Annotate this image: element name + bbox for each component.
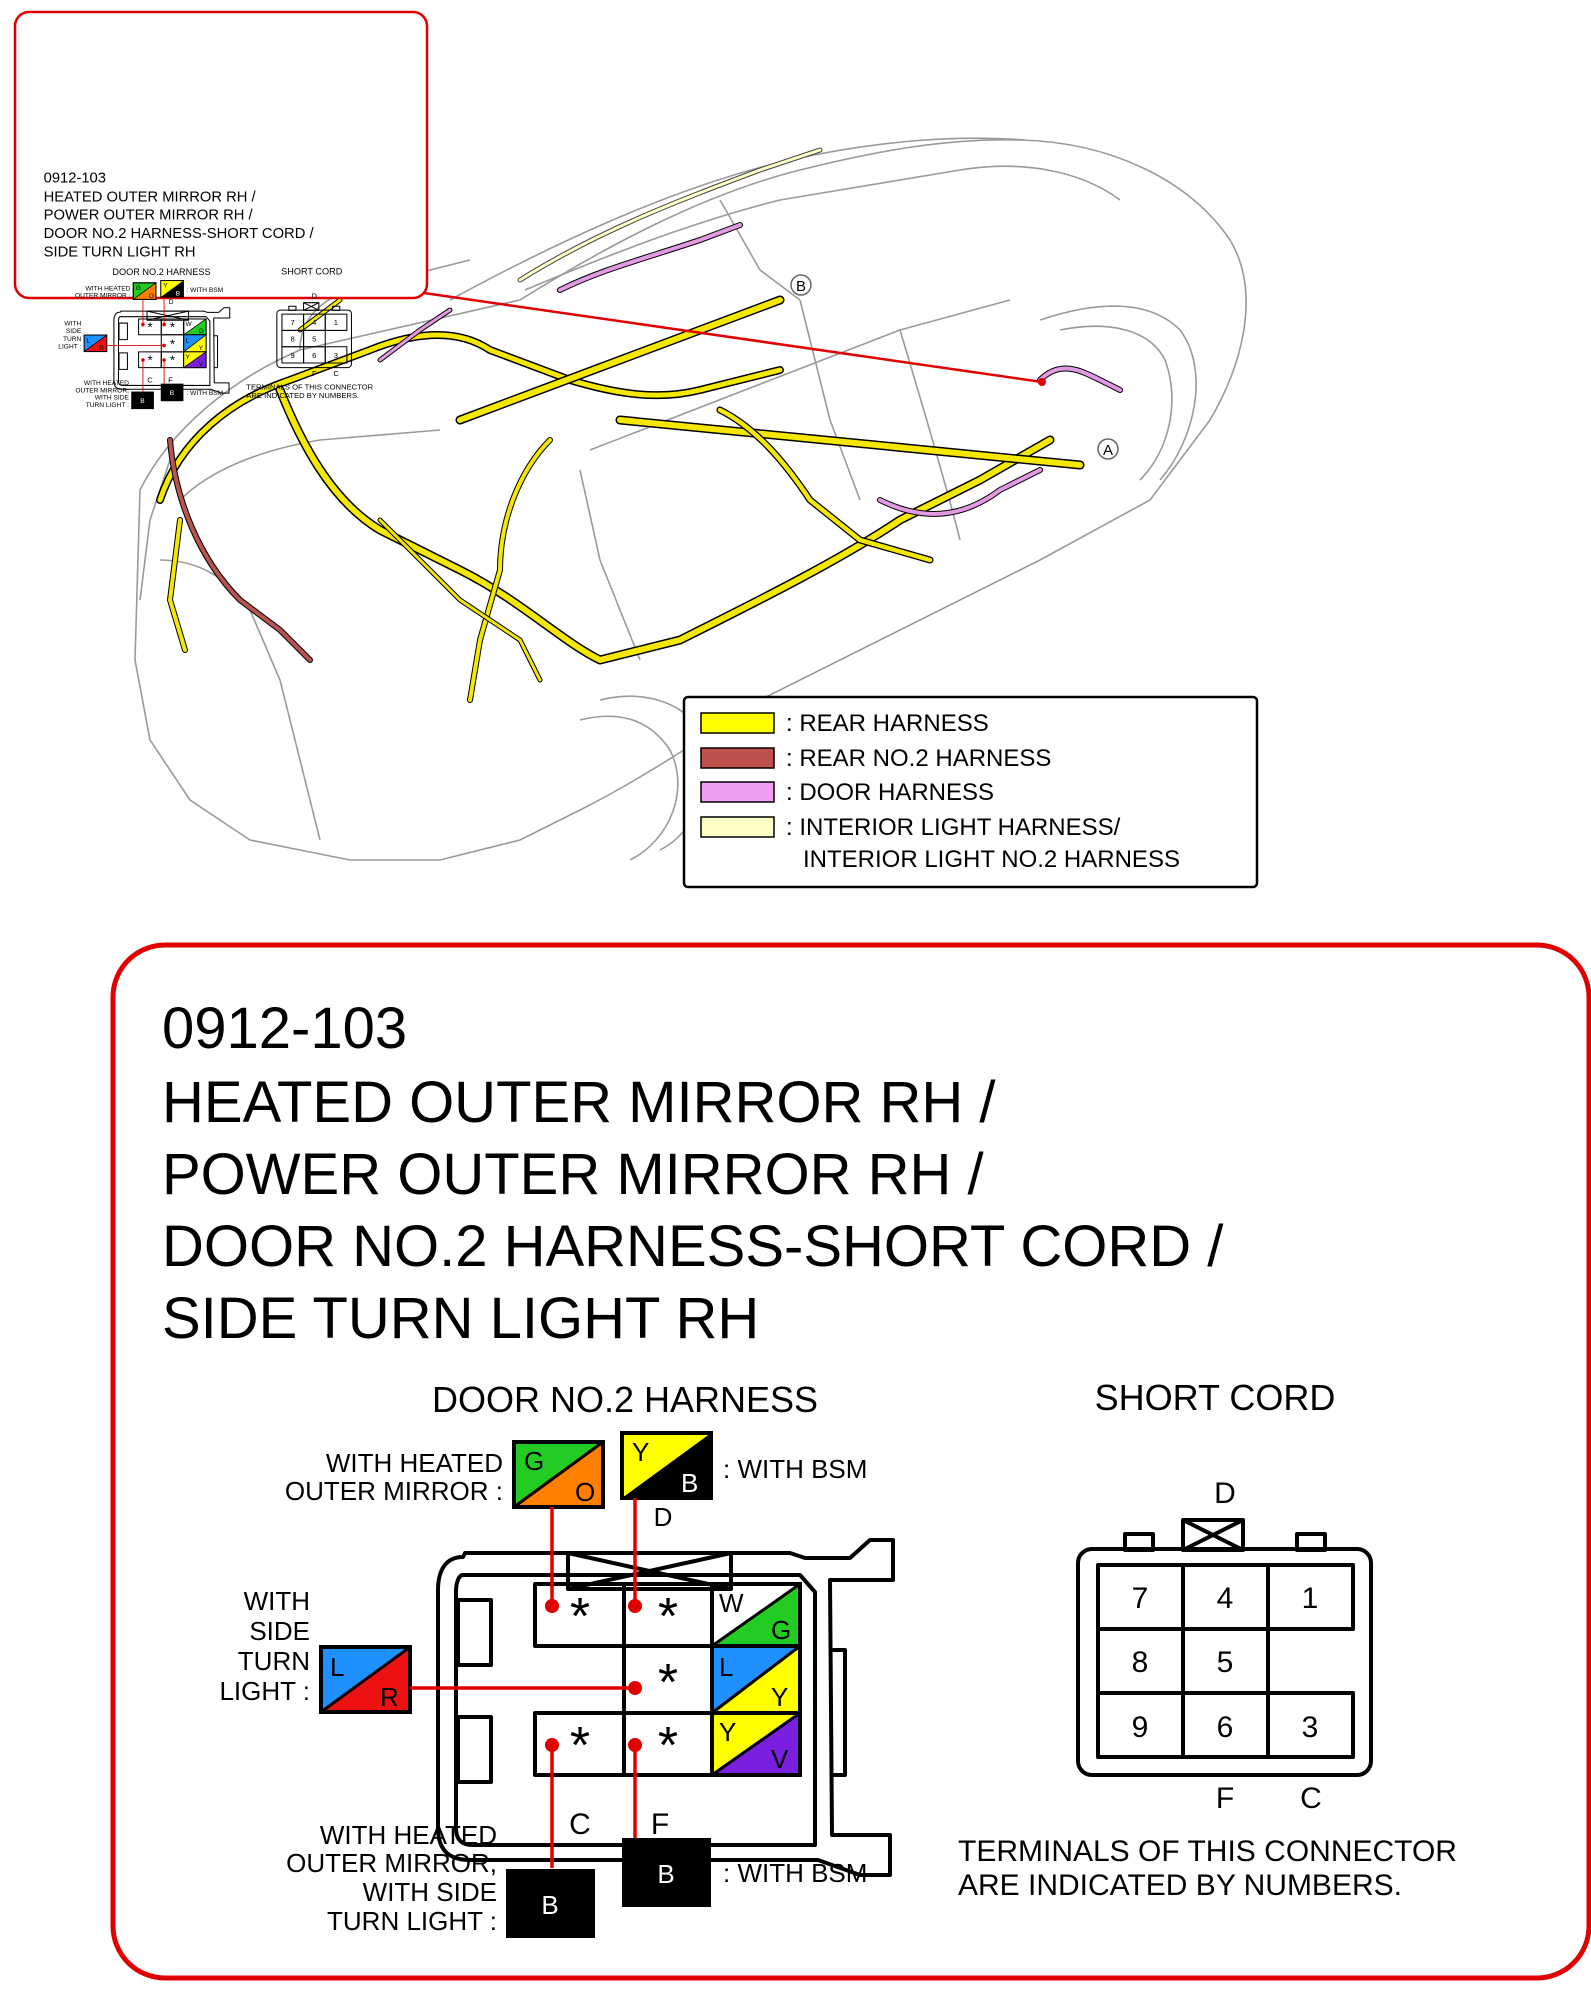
svg-text:5: 5 [1217, 1646, 1234, 1679]
svg-text:WITH SIDE: WITH SIDE [363, 1877, 497, 1907]
title-line-1: HEATED OUTER MIRROR RH / [162, 1070, 996, 1135]
wire-swatch-b-left: B [506, 1869, 595, 1938]
connector-location-dot [1038, 378, 1046, 386]
wire-leads [410, 1498, 637, 1868]
terminal-yv: Y V [710, 1711, 802, 1777]
svg-text:WITH HEATED: WITH HEATED [320, 1820, 497, 1850]
svg-text:R: R [380, 1682, 399, 1712]
svg-text:L: L [330, 1652, 344, 1682]
marker-c-left: C [569, 1808, 591, 1841]
legend-item-rear-harness: : REAR HARNESS [700, 710, 989, 737]
svg-text:B: B [541, 1890, 558, 1920]
svg-text:B: B [796, 278, 806, 295]
connector-detail: 0912-103 HEATED OUTER MIRROR RH / POWER … [162, 996, 1457, 1938]
legend-item-rear-no2-harness: : REAR NO.2 HARNESS [700, 745, 1051, 772]
with-heated-label-1: WITH HEATED [326, 1448, 503, 1478]
svg-text:G: G [524, 1446, 544, 1476]
short-cord-pin-numbers: 7 4 1 8 5 9 6 3 [1132, 1582, 1319, 1744]
svg-text:G: G [771, 1615, 791, 1645]
svg-text:WITH: WITH [244, 1586, 310, 1616]
wire-swatch-lr: L R [319, 1645, 412, 1714]
svg-text:B: B [681, 1468, 698, 1498]
detail-panel [110, 942, 1591, 1981]
svg-text:6: 6 [1217, 1711, 1234, 1744]
svg-text:7: 7 [1132, 1582, 1149, 1615]
marker-f-left: F [651, 1808, 669, 1841]
svg-text:TURN LIGHT :: TURN LIGHT : [327, 1906, 497, 1936]
svg-text:L: L [719, 1652, 733, 1682]
svg-text:LIGHT :: LIGHT : [219, 1676, 310, 1706]
short-cord-marker-c: C [1300, 1782, 1322, 1815]
svg-text:*: * [658, 1717, 678, 1775]
svg-text:INTERIOR LIGHT NO.2 HARNESS: INTERIOR LIGHT NO.2 HARNESS [803, 846, 1180, 873]
svg-text:*: * [658, 1654, 678, 1712]
svg-text:A: A [1103, 442, 1113, 459]
terminal-ly: L Y [710, 1644, 802, 1715]
title-line-2: POWER OUTER MIRROR RH / [162, 1142, 985, 1207]
short-cord-note-2: ARE INDICATED BY NUMBERS. [958, 1869, 1402, 1902]
terminal-stars: * * * * * [570, 1588, 678, 1775]
svg-text:SIDE: SIDE [249, 1616, 310, 1646]
short-cord-heading: SHORT CORD [1095, 1377, 1336, 1418]
svg-text:Y: Y [771, 1682, 788, 1712]
svg-text:OUTER MIRROR,: OUTER MIRROR, [286, 1848, 497, 1878]
svg-text:: REAR HARNESS: : REAR HARNESS [786, 710, 989, 737]
callout-b: B [790, 274, 812, 296]
svg-text:4: 4 [1217, 1582, 1234, 1615]
title-line-3: DOOR NO.2 HARNESS-SHORT CORD / [162, 1214, 1224, 1279]
with-bsm-bottom-label: : WITH BSM [723, 1858, 867, 1888]
svg-text:: INTERIOR LIGHT HARNESS/: : INTERIOR LIGHT HARNESS/ [786, 814, 1121, 841]
rear-harness [156, 295, 1085, 703]
short-cord-note-1: TERMINALS OF THIS CONNECTOR [958, 1835, 1457, 1868]
inset-thumbnail [13, 10, 429, 410]
svg-text:1: 1 [1302, 1582, 1319, 1615]
svg-text:3: 3 [1302, 1711, 1319, 1744]
svg-text:*: * [570, 1717, 590, 1775]
legend-item-interior-light-harness: : INTERIOR LIGHT HARNESS/ INTERIOR LIGHT… [700, 814, 1180, 873]
svg-text:*: * [658, 1588, 678, 1646]
short-cord-connector [1076, 1518, 1373, 1777]
wire-swatch-go: G O [512, 1440, 605, 1509]
svg-text:Y: Y [632, 1437, 649, 1467]
svg-text:: DOOR HARNESS: : DOOR HARNESS [786, 779, 994, 806]
short-cord-marker-d: D [1214, 1477, 1236, 1510]
wire-swatch-yb: Y B [620, 1431, 713, 1500]
svg-text:B: B [657, 1859, 674, 1889]
title-line-4: SIDE TURN LIGHT RH [162, 1286, 759, 1351]
svg-text:: REAR NO.2 HARNESS: : REAR NO.2 HARNESS [786, 745, 1051, 772]
connector-code: 0912-103 [162, 996, 407, 1061]
interior-light-harness [517, 147, 823, 283]
svg-text:TURN: TURN [238, 1646, 310, 1676]
svg-text:V: V [771, 1744, 789, 1774]
harness-legend: : REAR HARNESS : REAR NO.2 HARNESS : DOO… [682, 695, 1259, 889]
svg-text:8: 8 [1132, 1646, 1149, 1679]
door-harness [377, 222, 1123, 517]
rear-no2-harness [167, 437, 313, 663]
with-bsm-top-label: : WITH BSM [723, 1454, 867, 1484]
svg-text:W: W [719, 1588, 744, 1618]
callout-a: A [1097, 438, 1119, 460]
wire-swatch-b-right: B [622, 1838, 711, 1907]
svg-text:*: * [570, 1588, 590, 1646]
svg-text:Y: Y [719, 1717, 736, 1747]
connector-leader-line [423, 291, 1043, 384]
with-heated-label-2: OUTER MIRROR : [285, 1476, 503, 1506]
marker-d-left: D [654, 1502, 673, 1532]
terminal-wg: W G [710, 1582, 802, 1648]
svg-text:O: O [575, 1477, 595, 1507]
short-cord-marker-f: F [1216, 1782, 1234, 1815]
svg-text:9: 9 [1132, 1711, 1149, 1744]
legend-item-door-harness: : DOOR HARNESS [700, 779, 994, 806]
door-harness-heading: DOOR NO.2 HARNESS [432, 1379, 818, 1420]
